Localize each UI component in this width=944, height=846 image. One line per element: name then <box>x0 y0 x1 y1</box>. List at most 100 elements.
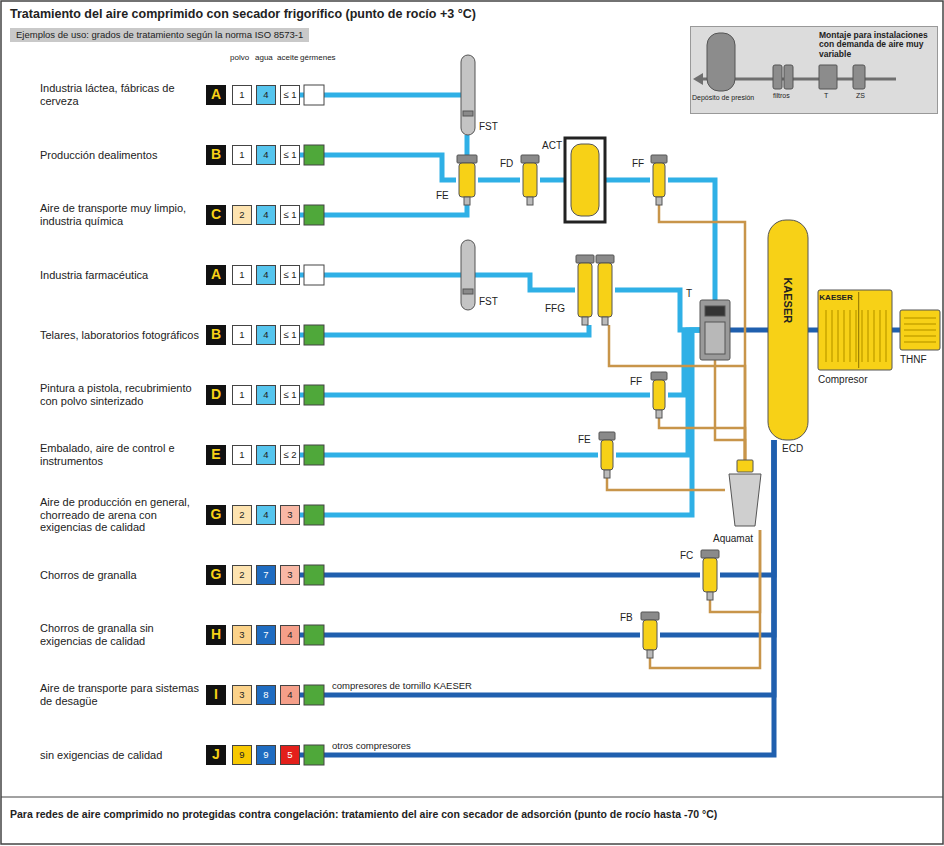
note: compresores de tornillo KAESER <box>332 681 472 692</box>
pipe <box>300 440 774 755</box>
germ-class-box <box>304 325 324 345</box>
germ-class-box <box>304 685 324 705</box>
pipe <box>808 328 818 333</box>
filter-head <box>651 155 667 163</box>
class-letter: G <box>211 507 222 522</box>
germ-class-box <box>304 745 324 765</box>
filter-head <box>576 255 594 263</box>
quality-class-box: 9 <box>256 745 276 765</box>
stroke <box>837 310 839 362</box>
quality-class-number: 1 <box>239 390 244 400</box>
carbon-vessel <box>571 144 599 216</box>
quality-class-number: ≤ 1 <box>283 90 296 100</box>
quality-class-box: 1 <box>232 85 252 105</box>
equipment-icon <box>900 310 940 350</box>
class-letter-box: B <box>206 325 226 345</box>
usage-description: Embalado, aire de control e instrumentos <box>40 442 200 467</box>
title: Tratamiento del aire comprimido con seca… <box>10 7 476 21</box>
class-letter: B <box>211 327 221 342</box>
quality-class-number: 2 <box>239 510 244 520</box>
pipe <box>668 180 715 300</box>
class-letter-box: C <box>206 205 226 225</box>
pipe <box>605 178 650 183</box>
equipment-icon <box>768 220 808 440</box>
germ-class-box <box>304 385 324 405</box>
filter-head <box>701 550 719 558</box>
equipment-label: FST <box>479 121 498 132</box>
equipment-label: FST <box>479 296 498 307</box>
quality-class-number: ≤ 2 <box>283 450 296 460</box>
equipment-label: FF <box>632 158 644 169</box>
germ-class-box <box>304 145 324 165</box>
class-letter: J <box>212 747 220 762</box>
note: T <box>824 92 828 100</box>
germ-class-box <box>304 85 324 105</box>
quality-class-number: ≤ 1 <box>283 330 296 340</box>
equipment: FB <box>640 612 660 658</box>
footnote: Para redes de aire comprimido no protegi… <box>10 808 717 820</box>
quality-class-box: ≤ 1 <box>280 145 300 165</box>
pipe <box>616 330 700 455</box>
equipment-icon <box>565 138 605 222</box>
usage-description: Industria láctea, fábricas de cerveza <box>40 82 200 107</box>
quality-class-box: ≤ 1 <box>280 205 300 225</box>
equipment: FF <box>650 155 668 205</box>
column-header: agua <box>255 53 273 62</box>
subtitle: Ejemplos de uso: grados de tratamiento s… <box>16 30 303 40</box>
filter-bowl <box>653 163 665 197</box>
filter-drain <box>656 197 662 205</box>
quality-class-number: 4 <box>287 690 292 700</box>
filter-bowl <box>523 163 537 197</box>
quality-class-box: ≤ 2 <box>280 445 300 465</box>
filter-bowl <box>653 380 665 410</box>
filter-bowl <box>643 620 657 650</box>
quality-class-number: 1 <box>239 90 244 100</box>
usage-description: Aire de transporte para sistemas de desa… <box>40 682 200 707</box>
quality-class-box: 3 <box>280 565 300 585</box>
quality-class-box: 4 <box>280 625 300 645</box>
filter <box>784 65 793 89</box>
quality-class-box: 4 <box>280 685 300 705</box>
note: filtros <box>773 92 790 100</box>
class-letter: D <box>211 387 221 402</box>
panel <box>705 322 725 354</box>
filter-head <box>599 432 615 440</box>
class-letter-box: A <box>206 85 226 105</box>
equipment: THNF <box>900 310 940 350</box>
note: Depósito de presión <box>692 94 754 102</box>
class-letter-box: H <box>206 625 226 645</box>
quality-class-box: 7 <box>256 625 276 645</box>
filter-drain <box>582 317 588 325</box>
filter-head <box>521 155 539 163</box>
class-letter-box: I <box>206 685 226 705</box>
filter-head <box>457 155 477 163</box>
filter-drain <box>707 592 713 600</box>
filter-drain <box>647 650 653 658</box>
pipe <box>650 530 760 668</box>
stroke <box>885 310 887 362</box>
quality-class-box: 4 <box>256 205 276 225</box>
equipment-label: Compresor <box>818 374 867 385</box>
stroke <box>831 310 833 362</box>
class-letter-box: A <box>206 265 226 285</box>
equipment-label: T <box>686 288 692 299</box>
equipment-icon <box>598 432 616 478</box>
usage-description: Telares, laboratorios fotográficos <box>40 329 200 342</box>
quality-class-box: ≤ 1 <box>280 265 300 285</box>
filter-drain <box>527 197 533 205</box>
quality-class-box: 4 <box>256 325 276 345</box>
filter-bowl <box>598 263 612 317</box>
filter-bowl <box>601 440 613 470</box>
equipment-icon <box>640 612 660 658</box>
equipment: T <box>700 300 730 360</box>
stroke <box>843 310 845 362</box>
stroke <box>879 310 881 362</box>
equipment-label: THNF <box>900 354 927 365</box>
equipment: FC <box>700 550 720 600</box>
subtitle-band: Ejemplos de uso: grados de tratamiento s… <box>10 28 309 42</box>
quality-class-box: 9 <box>232 745 252 765</box>
filter-drain <box>656 410 662 418</box>
quality-class-number: 4 <box>263 90 268 100</box>
quality-class-box: 7 <box>256 565 276 585</box>
class-letter: H <box>211 627 221 642</box>
